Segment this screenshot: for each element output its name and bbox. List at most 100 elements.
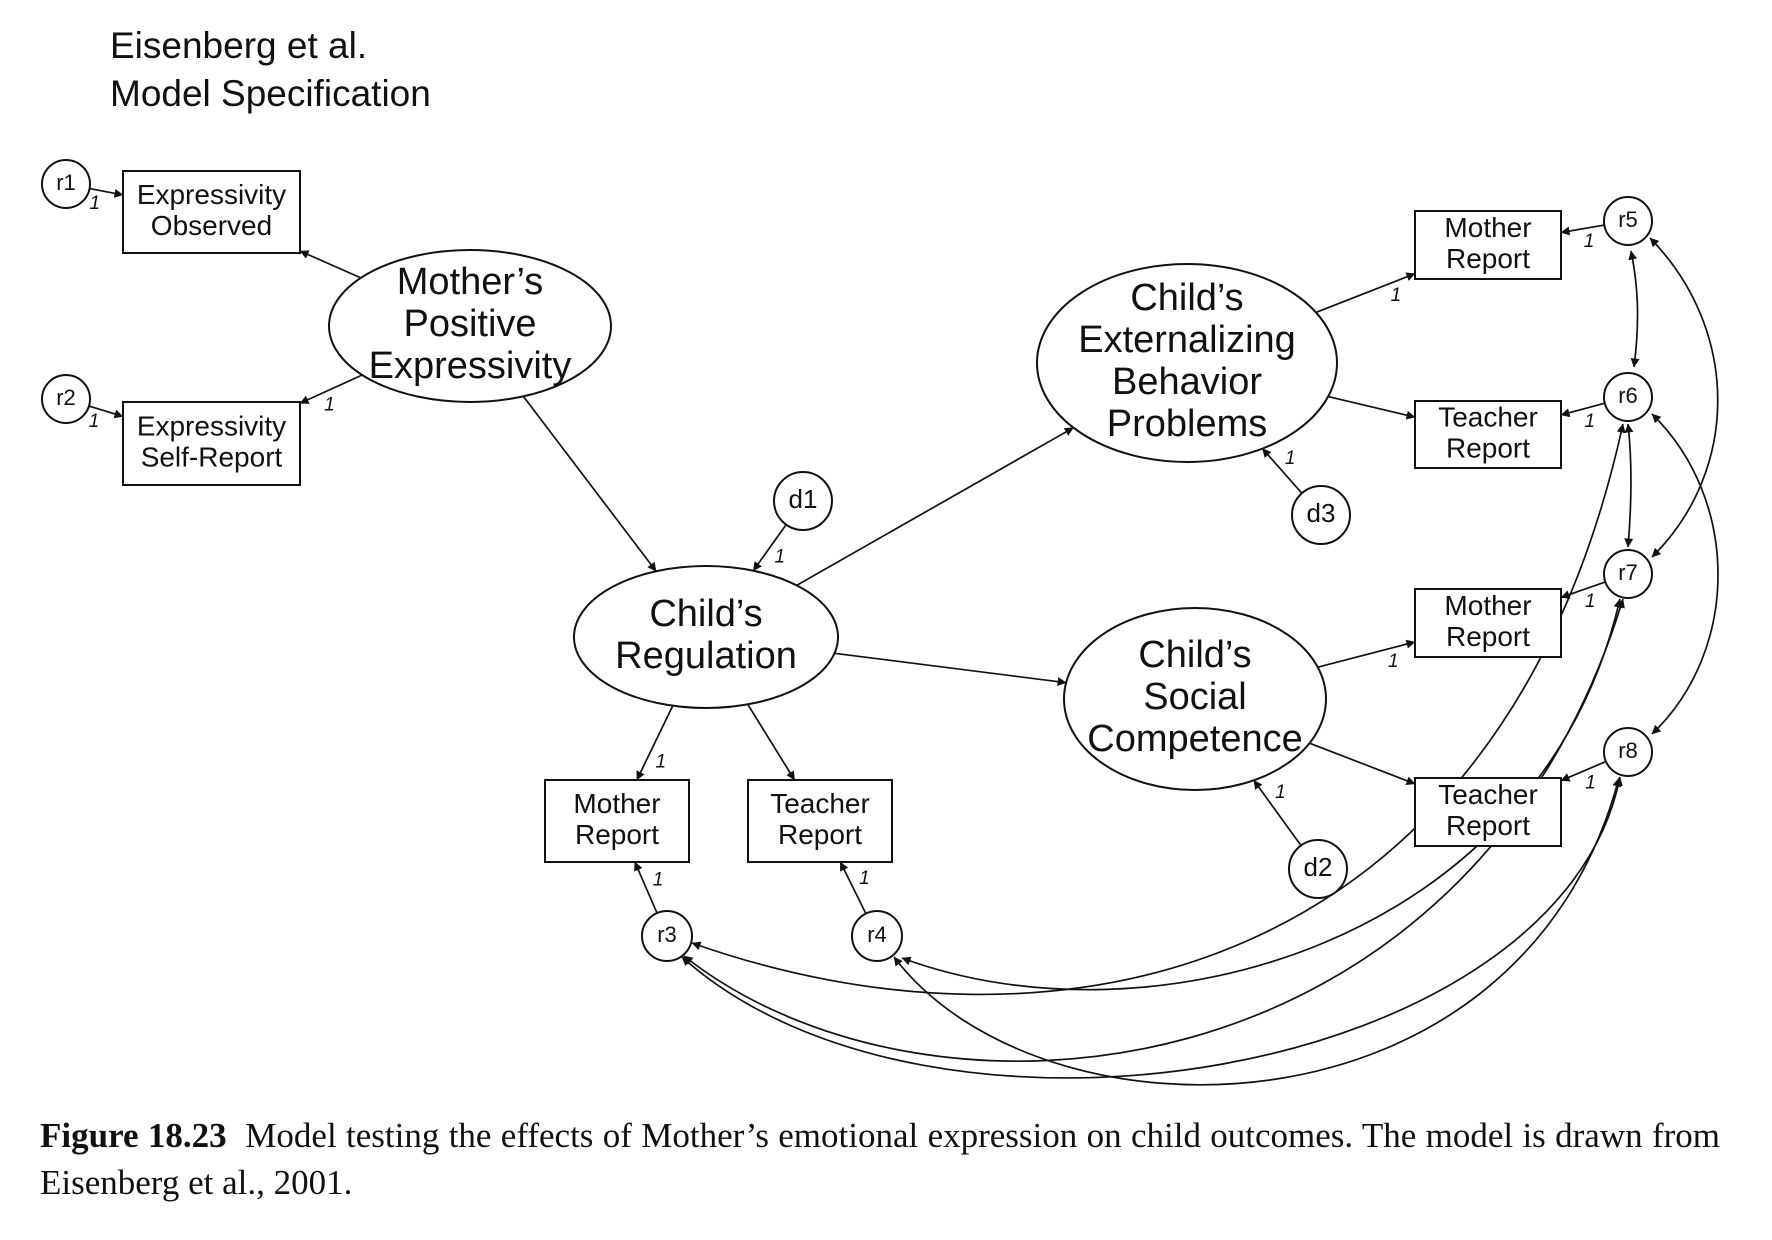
circle-shape (1291, 485, 1351, 545)
fixed-loading-label: 1 (1585, 772, 1596, 793)
fixed-loading-label: 1 (90, 193, 101, 214)
node-label-line: Report (1446, 432, 1530, 463)
circle-shape (1603, 549, 1653, 599)
fixed-loading-label: 1 (774, 547, 785, 568)
caption-text: Model testing the effects of Mother’s em… (40, 1116, 1720, 1202)
fixed-loading-label: 1 (1584, 411, 1595, 432)
circle-shape (851, 910, 903, 962)
path-r2-to-esr (88, 405, 124, 419)
error-term-r1: r1 (41, 159, 91, 209)
fixed-loading-label: 1 (1285, 448, 1296, 469)
node-label-line: r1 (56, 170, 76, 195)
covariance-r3-r8 (681, 776, 1623, 1079)
title-line-1: Eisenberg et al. (110, 25, 367, 66)
path-mpe-to-eo (299, 250, 362, 279)
figure-number: Figure 18.23 (40, 1116, 227, 1155)
circle-shape (1603, 372, 1653, 422)
path-r3-to-mr1 (634, 861, 658, 914)
box-shape (122, 170, 301, 254)
fixed-loading-label: 1 (1391, 285, 1402, 306)
node-label-line: r8 (1618, 738, 1638, 763)
node-label-line: Social (1143, 676, 1247, 718)
path-cr-to-tr1 (747, 703, 796, 781)
node-label-line: Positive (403, 303, 536, 345)
node-label-line: d1 (789, 484, 818, 514)
node-label-line: Child’s (1138, 634, 1251, 676)
path-r1-to-eo (89, 187, 124, 198)
node-label-line: d2 (1304, 852, 1333, 882)
path-cr-to-csc (834, 652, 1067, 687)
fixed-loading-label: 1 (859, 868, 870, 889)
error-term-d3: d3 (1291, 485, 1351, 545)
error-term-d1: d1 (773, 471, 833, 531)
path-mpe-to-esr (299, 374, 363, 405)
fixed-loading-label: 1 (89, 411, 100, 432)
node-label-line: Teacher (1438, 401, 1538, 432)
error-term-r6: r6 (1603, 372, 1653, 422)
node-label-line: Child’s (1130, 277, 1243, 319)
circle-shape (41, 159, 91, 209)
node-label-line: r5 (1618, 207, 1638, 232)
nodes-layer: Mother’sPositiveExpressivityChild’sRegul… (41, 159, 1653, 962)
covariance-r6-r8 (1651, 413, 1719, 735)
node-label-line: Expressivity (369, 345, 572, 387)
fixed-loading-label: 1 (1275, 782, 1286, 803)
error-term-d2: d2 (1288, 839, 1348, 899)
node-label-line: Report (1446, 810, 1530, 841)
path-csc-to-tr3 (1309, 742, 1416, 785)
figure-caption: Figure 18.23 Model testing the effects o… (40, 1112, 1720, 1206)
node-label-line: Observed (151, 210, 272, 241)
node-label-line: r3 (657, 922, 677, 947)
fixed-loading-label: 1 (324, 394, 335, 415)
diagram-title: Eisenberg et al. Model Specification (110, 25, 431, 114)
node-label-line: Externalizing (1078, 319, 1296, 361)
box-shape (122, 401, 301, 486)
path-d3-to-cebp (1261, 448, 1303, 494)
box-shape (747, 779, 893, 863)
circle-shape (773, 471, 833, 531)
path-r8-to-tr3 (1560, 760, 1607, 782)
node-label-line: Report (1446, 243, 1530, 274)
circle-shape (41, 374, 91, 424)
node-label-line: Expressivity (137, 410, 286, 441)
path-r6-to-tr2 (1560, 402, 1606, 418)
node-label-line: Mother (573, 788, 660, 819)
error-term-r3: r3 (641, 910, 693, 962)
box-shape (544, 779, 690, 863)
node-label-line: Regulation (615, 635, 797, 677)
node-label-line: Mother (1444, 590, 1531, 621)
box-shape (1414, 210, 1562, 280)
node-label-line: Report (1446, 621, 1530, 652)
error-term-r7: r7 (1603, 549, 1653, 599)
fixed-loading-label: 1 (1585, 591, 1596, 612)
node-label-line: Expressivity (137, 179, 286, 210)
node-label-line: r4 (867, 922, 887, 947)
node-label-line: r6 (1618, 383, 1638, 408)
path-r5-to-mr2 (1560, 224, 1605, 236)
node-label-line: Behavior (1112, 361, 1262, 403)
path-cebp-to-tr2 (1327, 395, 1416, 420)
node-label-line: Report (778, 819, 862, 850)
node-label-line: Self-Report (141, 441, 283, 472)
error-term-r8: r8 (1603, 727, 1653, 777)
circle-shape (641, 910, 693, 962)
covariance-r5-r7 (1649, 237, 1719, 558)
node-label-line: Report (575, 819, 659, 850)
node-label-line: Child’s (649, 593, 762, 635)
node-label-line: Teacher (770, 788, 870, 819)
circle-shape (1603, 727, 1653, 777)
path-mpe-to-cr (522, 395, 657, 572)
box-shape (1414, 588, 1562, 658)
path-cebp-to-mr2 (1315, 272, 1416, 314)
